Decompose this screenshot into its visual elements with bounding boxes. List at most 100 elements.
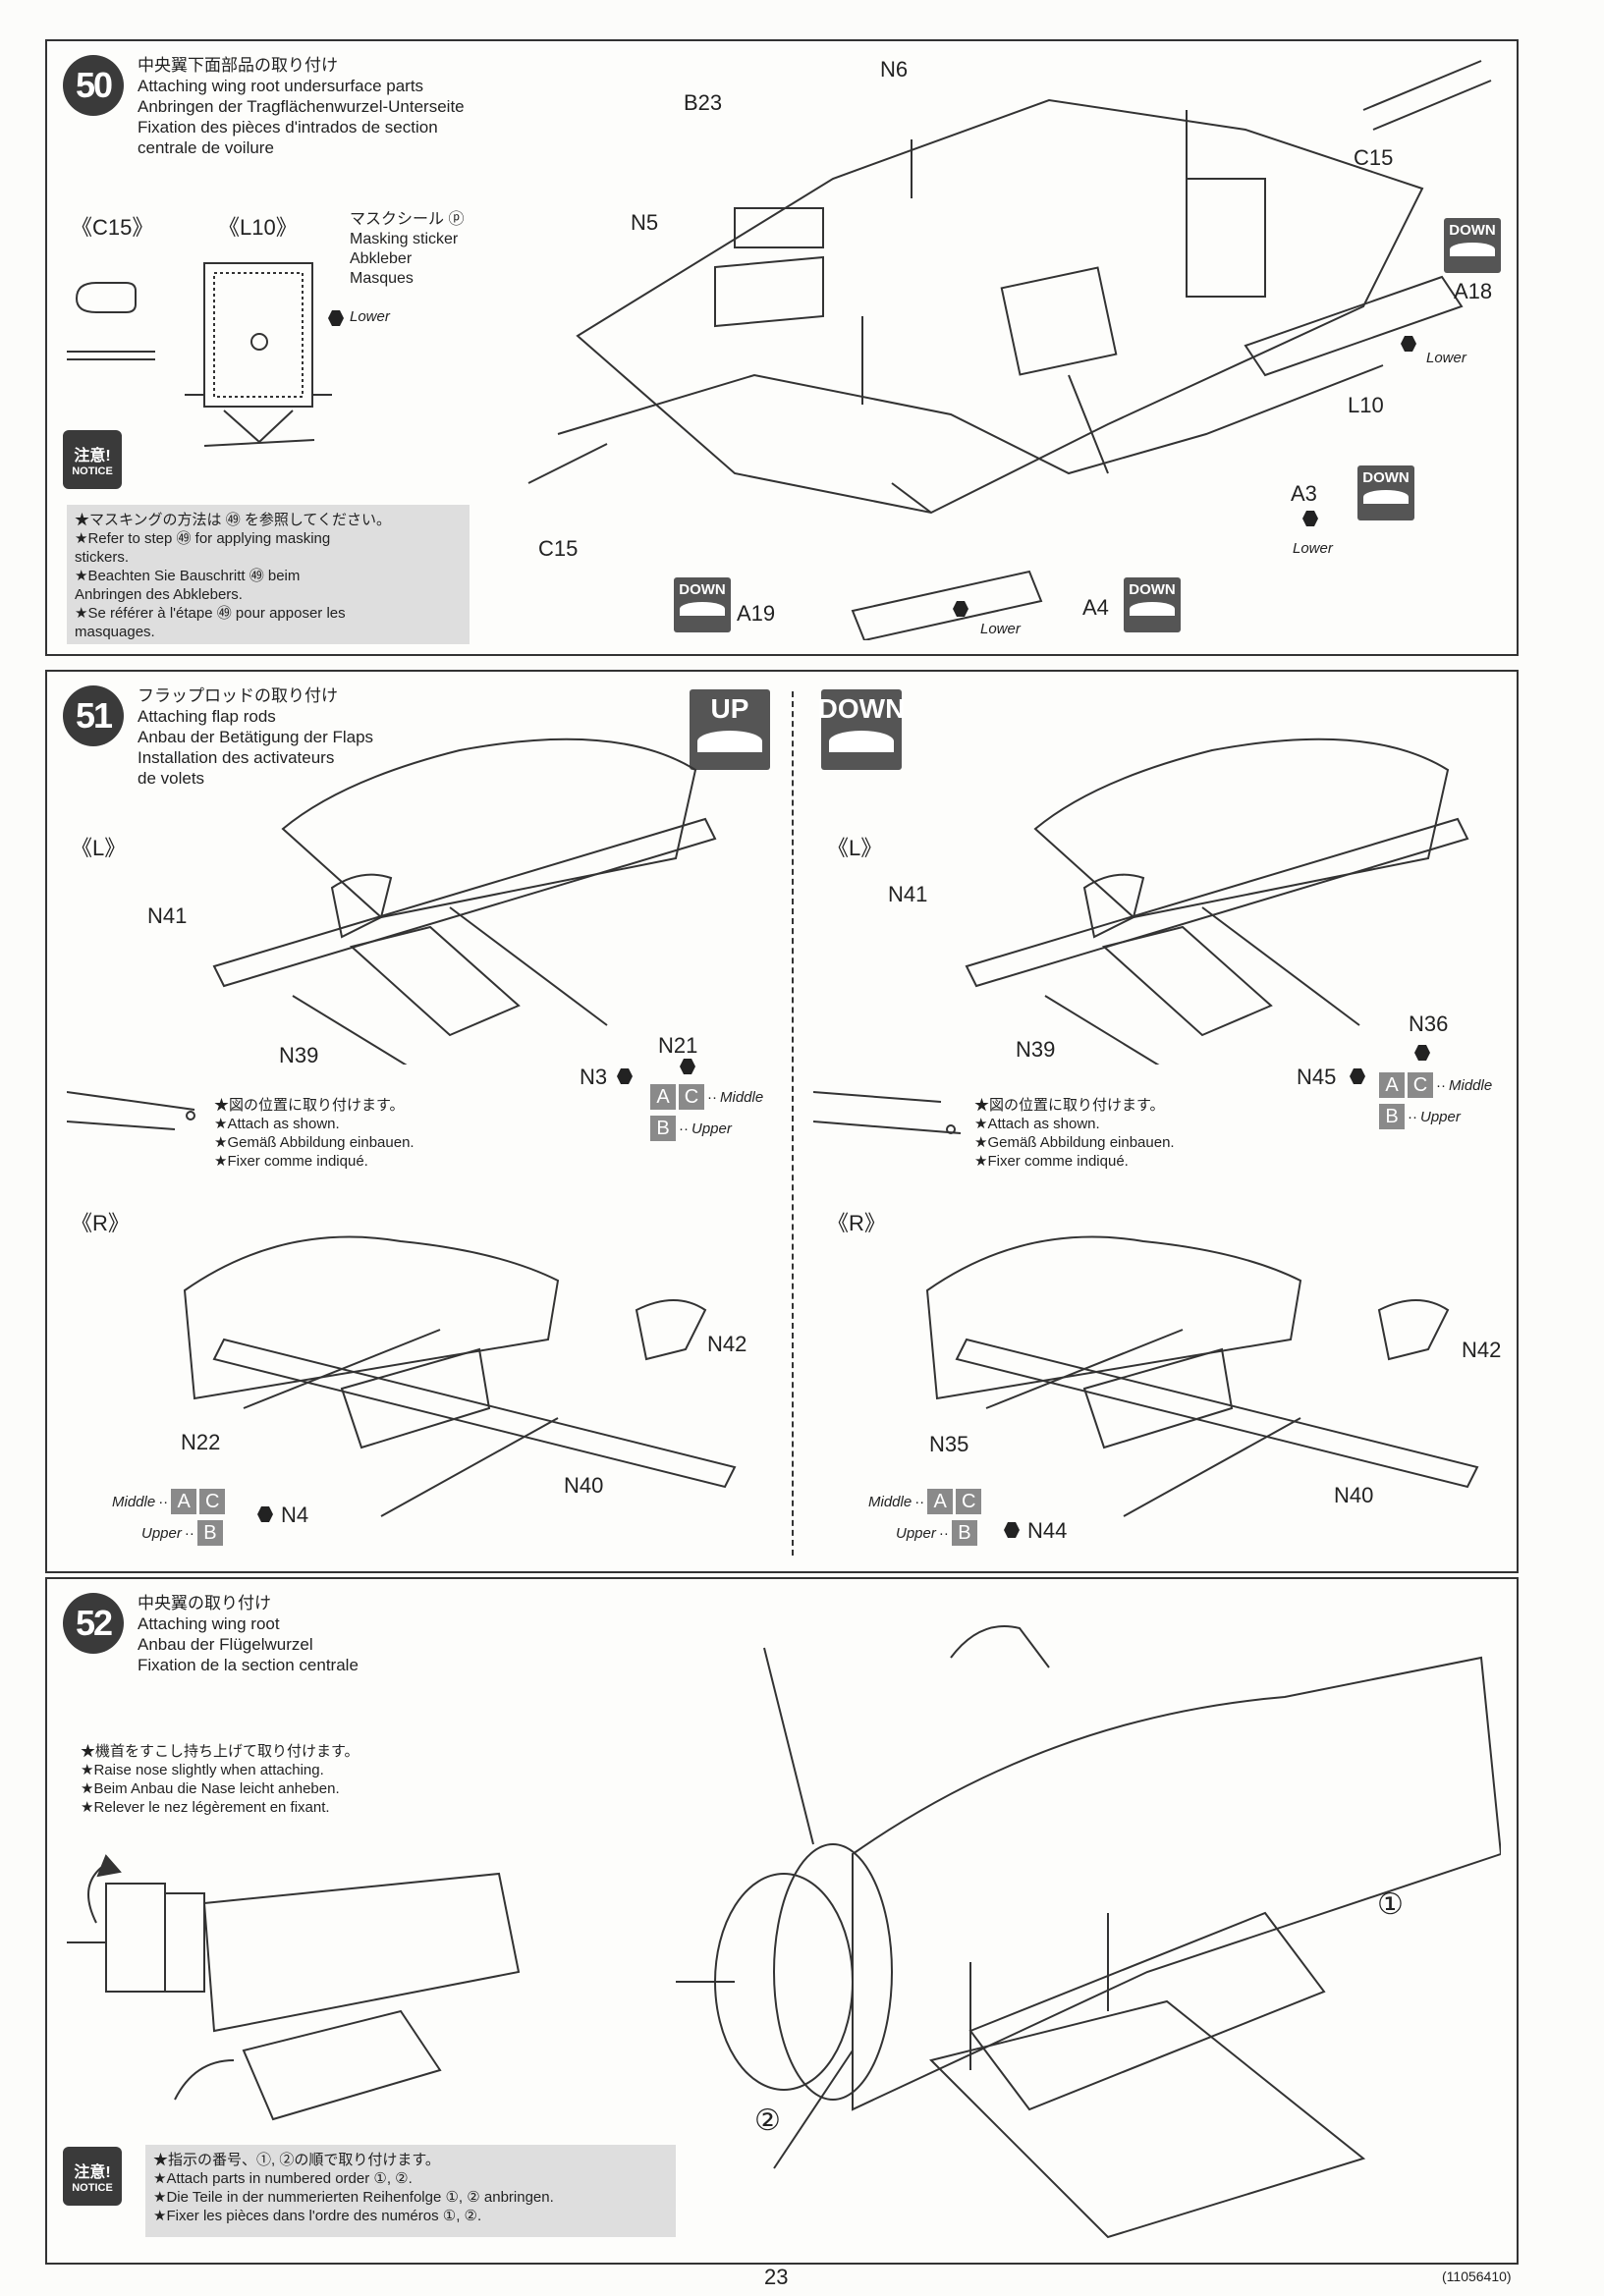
lower-position-label: Lower [980, 621, 1021, 637]
hex-marker [1414, 1045, 1430, 1061]
masking-sticker-caption: マスクシール ⓟ Masking sticker Abkleber Masque… [350, 210, 464, 289]
step-number: 51 [63, 685, 124, 746]
raise-nose-illustration [67, 1854, 521, 2121]
hex-lower-marker [1401, 336, 1416, 352]
attach-instructions: ★図の位置に取り付けます。 ★Attach as shown. ★Gemäß A… [214, 1096, 415, 1171]
wing-icon [829, 731, 894, 752]
title-en: Attaching flap rods [138, 707, 276, 726]
key-a: A [1379, 1072, 1405, 1098]
key-b: B [1379, 1104, 1405, 1129]
key-b: B [650, 1116, 676, 1141]
order-line: ★Fixer les pièces dans l'ordre des numér… [153, 2208, 482, 2224]
wing-icon [1449, 243, 1496, 256]
note-line: ★Refer to step ㊾ for applying masking [75, 530, 331, 547]
raise-line: ★機首をすこし持ち上げて取り付けます。 [81, 1743, 360, 1760]
middle-label: Middle [720, 1088, 764, 1106]
notice-ja: 注意! [74, 2164, 111, 2181]
title-de: Anbau der Betätigung der Flaps [138, 728, 374, 746]
notice-en: NOTICE [72, 465, 113, 477]
step-52-panel: 52 中央翼の取り付け Attaching wing root Anbau de… [45, 1577, 1519, 2265]
key-c: C [679, 1084, 704, 1110]
wing-root-underside-illustration [527, 60, 1492, 640]
part-n40-label: N40 [1334, 1483, 1374, 1507]
down-badge-text: DOWN [1129, 581, 1176, 598]
key-a: A [927, 1489, 954, 1514]
raise-line: ★Relever le nez légèrement en fixant. [81, 1799, 330, 1816]
title-ja: 中央翼下面部品の取り付け [138, 56, 338, 75]
right-side-label: 《R》 [71, 1211, 130, 1235]
title-ja: フラップロッドの取り付け [138, 686, 338, 705]
attach-line: ★Fixer comme indiqué. [974, 1153, 1129, 1170]
note-line: stickers. [75, 549, 130, 566]
title-fr-cont: centrale de voilure [138, 138, 274, 157]
notice-en: NOTICE [72, 2182, 113, 2194]
part-c15-label: C15 [1354, 145, 1394, 170]
raise-nose-instructions: ★機首をすこし持ち上げて取り付けます。 ★Raise nose slightly… [81, 1742, 360, 1817]
wing-icon [697, 731, 762, 752]
mask-fr: Masques [350, 270, 414, 287]
part-a3-label: A3 [1291, 481, 1317, 506]
wing-icon [1362, 490, 1410, 504]
title-fr: Fixation de la section centrale [138, 1656, 359, 1674]
part-n39-label: N39 [279, 1043, 319, 1067]
part-c15-label: C15 [538, 536, 579, 561]
lower-position-label: Lower [350, 308, 390, 325]
hex-lower-marker [328, 310, 344, 326]
lower-position-label: Lower [1426, 350, 1466, 366]
attach-line: ★Gemäß Abbildung einbauen. [974, 1134, 1175, 1151]
middle-label: Middle [868, 1493, 913, 1510]
masking-sticker-illustration [67, 262, 332, 447]
note-line: ★マスキングの方法は ㊾ を参照してください。 [75, 512, 391, 528]
upper-label: Upper [691, 1120, 732, 1137]
upper-label: Upper [896, 1524, 936, 1542]
part-n44-label: N44 [1027, 1518, 1068, 1543]
upper-label: Upper [141, 1524, 182, 1542]
note-line: ★Beachten Sie Bauschritt ㊾ beim [75, 568, 301, 584]
part-n5-label: N5 [631, 210, 659, 235]
order-line: ★Attach parts in numbered order ①, ②. [153, 2170, 413, 2187]
key-b: B [196, 1520, 223, 1546]
key-upper: Upper··B [896, 1520, 977, 1546]
part-n35-label: N35 [929, 1432, 969, 1456]
title-fr: Fixation des pièces d'intrados de sectio… [138, 118, 438, 137]
document-code: (11056410) [1442, 2269, 1512, 2284]
right-wing-flap-down-illustration [925, 1235, 1479, 1517]
middle-label: Middle [1449, 1076, 1493, 1094]
down-orientation-badge: DOWN [1357, 465, 1414, 520]
key-a: A [650, 1084, 676, 1110]
down-badge-text: DOWN [1362, 469, 1410, 486]
attach-line: ★Gemäß Abbildung einbauen. [214, 1134, 415, 1151]
note-line: masquages. [75, 624, 155, 640]
notice-ja: 注意! [74, 448, 111, 465]
part-a19-label: A19 [737, 601, 776, 626]
upper-label: Upper [1420, 1108, 1461, 1125]
part-b23-label: B23 [684, 90, 723, 115]
attach-line: ★図の位置に取り付けます。 [214, 1097, 405, 1114]
key-upper: B··Upper [650, 1116, 732, 1141]
part-n21-label: N21 [658, 1033, 698, 1058]
step-50-panel: 50 中央翼下面部品の取り付け Attaching wing root unde… [45, 39, 1519, 656]
part-n6-label: N6 [880, 57, 909, 82]
part-n39-label: N39 [1016, 1037, 1056, 1062]
attach-detail-illustration [813, 1091, 962, 1134]
down-orientation-badge: DOWN [1444, 218, 1501, 273]
down-orientation-badge: DOWN [818, 689, 905, 770]
key-a: A [171, 1489, 197, 1514]
step-number: 50 [63, 55, 124, 116]
masking-note: ★マスキングの方法は ㊾ を参照してください。 ★Refer to step ㊾… [67, 505, 470, 644]
attach-line: ★Attach as shown. [214, 1116, 340, 1132]
title-en: Attaching wing root undersurface parts [138, 77, 424, 95]
step-title: 中央翼下面部品の取り付け Attaching wing root undersu… [138, 55, 465, 158]
down-orientation-badge: DOWN [1124, 577, 1181, 632]
key-c: C [199, 1489, 226, 1514]
part-n22-label: N22 [181, 1430, 221, 1454]
down-badge-text: DOWN [679, 581, 726, 598]
hex-lower-marker [953, 601, 968, 617]
left-side-label: 《L》 [827, 836, 883, 860]
part-n41-label: N41 [888, 882, 928, 906]
part-a18-label: A18 [1454, 279, 1493, 303]
title-en: Attaching wing root [138, 1614, 280, 1633]
